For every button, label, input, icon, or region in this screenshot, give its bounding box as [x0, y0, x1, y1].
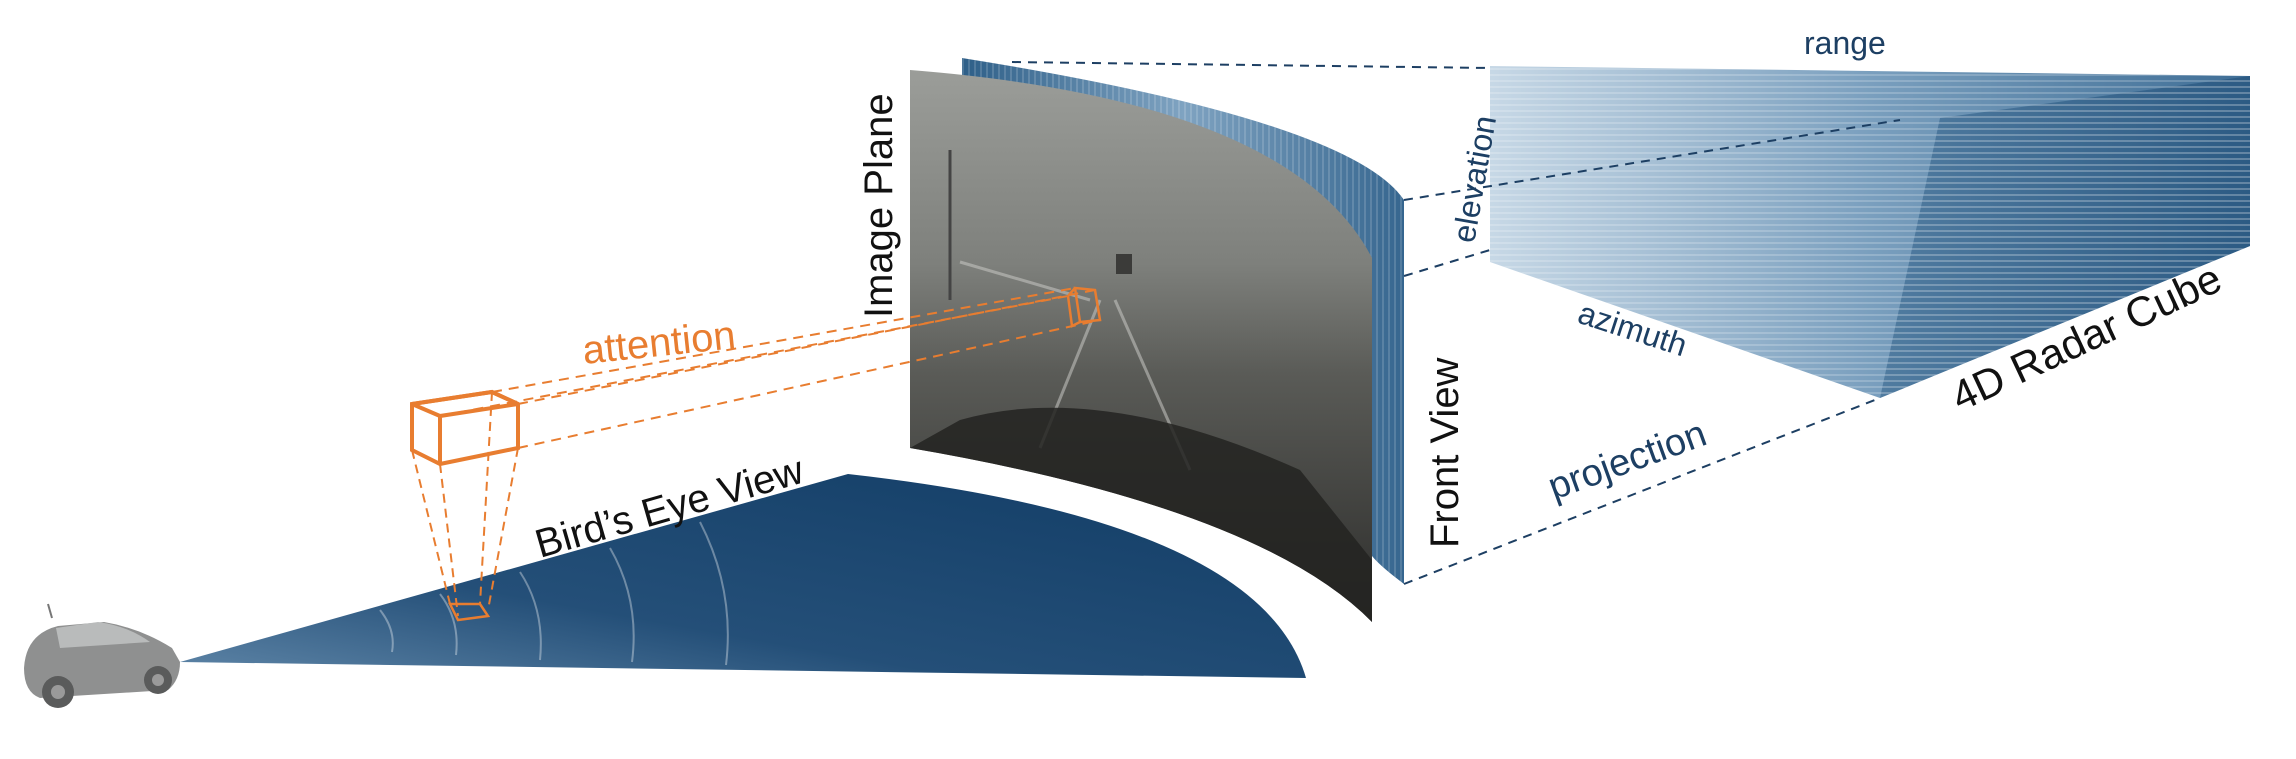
attention-rays	[439, 287, 1101, 449]
attention-drop-lines	[411, 391, 519, 617]
car-icon	[24, 603, 180, 708]
image-plane-camera-image	[910, 70, 1372, 622]
image-plane-label: Image Plane	[857, 93, 901, 318]
projection-dashed-lines	[1011, 61, 1901, 585]
attention-3d-box	[410, 389, 520, 467]
projection-label: projection	[1543, 413, 1712, 509]
birds-eye-view-radar-map	[180, 474, 1306, 678]
front-view-label: Front View	[1423, 357, 1467, 548]
radar-cube	[1490, 66, 2250, 398]
bev-attention-cell	[447, 602, 491, 622]
range-label: range	[1804, 25, 1886, 61]
